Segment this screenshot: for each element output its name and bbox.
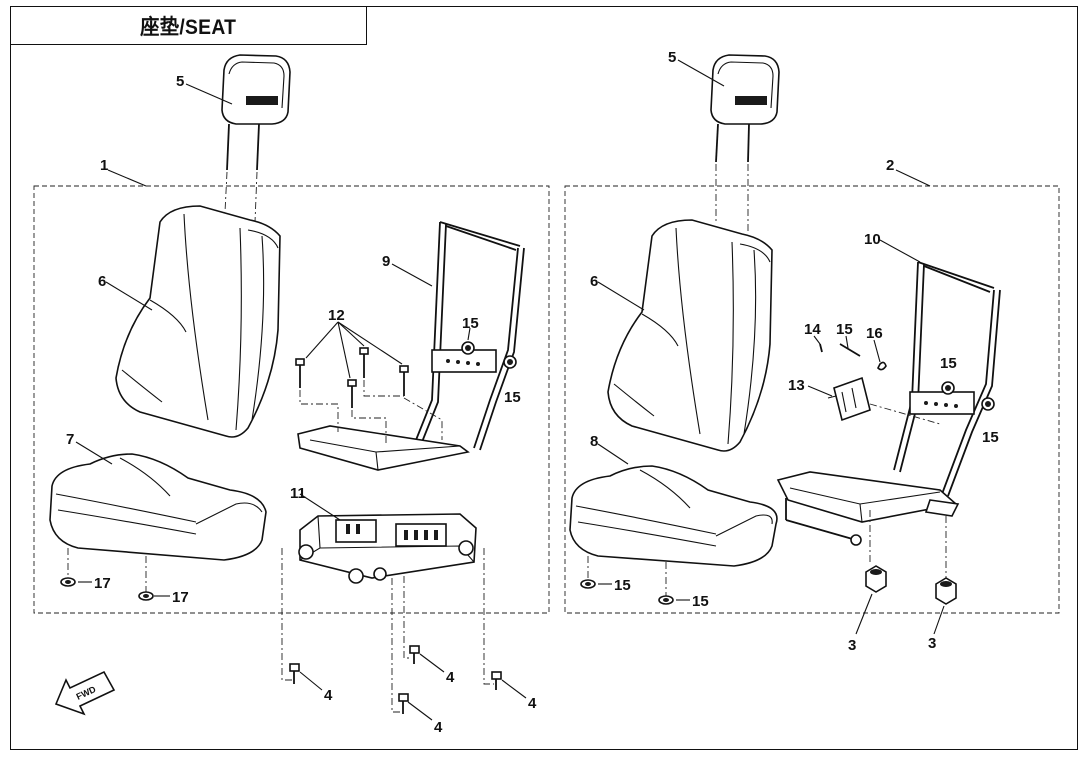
callout-16: 16 xyxy=(866,325,883,342)
callout-15-right-c: 15 xyxy=(982,429,999,446)
nuts-15-right-cushion xyxy=(580,579,674,605)
callout-6-left: 6 xyxy=(98,273,106,290)
callout-1: 1 xyxy=(100,157,108,174)
callout-15-left-b: 15 xyxy=(504,389,521,406)
callout-labels: 5 1 6 7 9 12 15 15 11 17 17 4 4 4 4 5 2 … xyxy=(66,49,999,736)
callout-17-a: 17 xyxy=(94,575,111,592)
headrest-right xyxy=(710,54,780,232)
latch-bracket-13 xyxy=(827,376,941,425)
fwd-arrow: FWD xyxy=(54,670,116,716)
spacers-3 xyxy=(865,565,957,605)
callout-8: 8 xyxy=(590,433,598,450)
callout-15-right-a: 15 xyxy=(836,321,853,338)
callout-4-c: 4 xyxy=(528,695,537,712)
assembly-box-left xyxy=(33,185,550,614)
backrest-left xyxy=(115,205,281,438)
headrest-left xyxy=(221,54,291,223)
bolts-4 xyxy=(289,645,502,714)
bolts-12-left xyxy=(295,347,443,444)
backrest-frame-left xyxy=(297,221,525,471)
callout-3-a: 3 xyxy=(848,637,856,654)
backrest-right xyxy=(607,219,773,452)
callout-2: 2 xyxy=(886,157,894,174)
callout-5-right: 5 xyxy=(668,49,676,66)
small-parts-14-16 xyxy=(819,343,995,411)
callout-11: 11 xyxy=(290,485,306,502)
callout-15-right-d: 15 xyxy=(614,577,631,594)
callout-15-right-b: 15 xyxy=(940,355,957,372)
callout-3-b: 3 xyxy=(928,635,936,652)
cushion-left xyxy=(49,453,267,592)
bolt-4-leaders xyxy=(281,548,494,713)
callout-15-right-e: 15 xyxy=(692,593,709,610)
nuts-17 xyxy=(60,577,154,601)
callout-7: 7 xyxy=(66,431,74,448)
callout-9: 9 xyxy=(382,253,390,270)
callout-14: 14 xyxy=(804,321,821,338)
backrest-frame-right xyxy=(776,261,1001,578)
callout-4-d: 4 xyxy=(434,719,443,736)
drawing-title: 座垫/SEAT xyxy=(140,15,237,39)
seat-slider-11 xyxy=(298,513,477,584)
callout-10: 10 xyxy=(864,231,881,248)
callout-5-left: 5 xyxy=(176,73,184,90)
callout-17-b: 17 xyxy=(172,589,189,606)
callout-6-right: 6 xyxy=(590,273,598,290)
callout-15-left-a: 15 xyxy=(462,315,479,332)
leader-lines xyxy=(75,59,945,721)
drawing-border xyxy=(10,6,1078,750)
nuts-15-left xyxy=(461,341,517,369)
callout-4-a: 4 xyxy=(324,687,333,704)
callout-12: 12 xyxy=(328,307,345,324)
title-box: 座垫/SEAT xyxy=(10,6,367,45)
cushion-right xyxy=(569,465,778,596)
callout-13: 13 xyxy=(788,377,805,394)
callout-4-b: 4 xyxy=(446,669,455,686)
assembly-box-right xyxy=(564,185,1060,614)
